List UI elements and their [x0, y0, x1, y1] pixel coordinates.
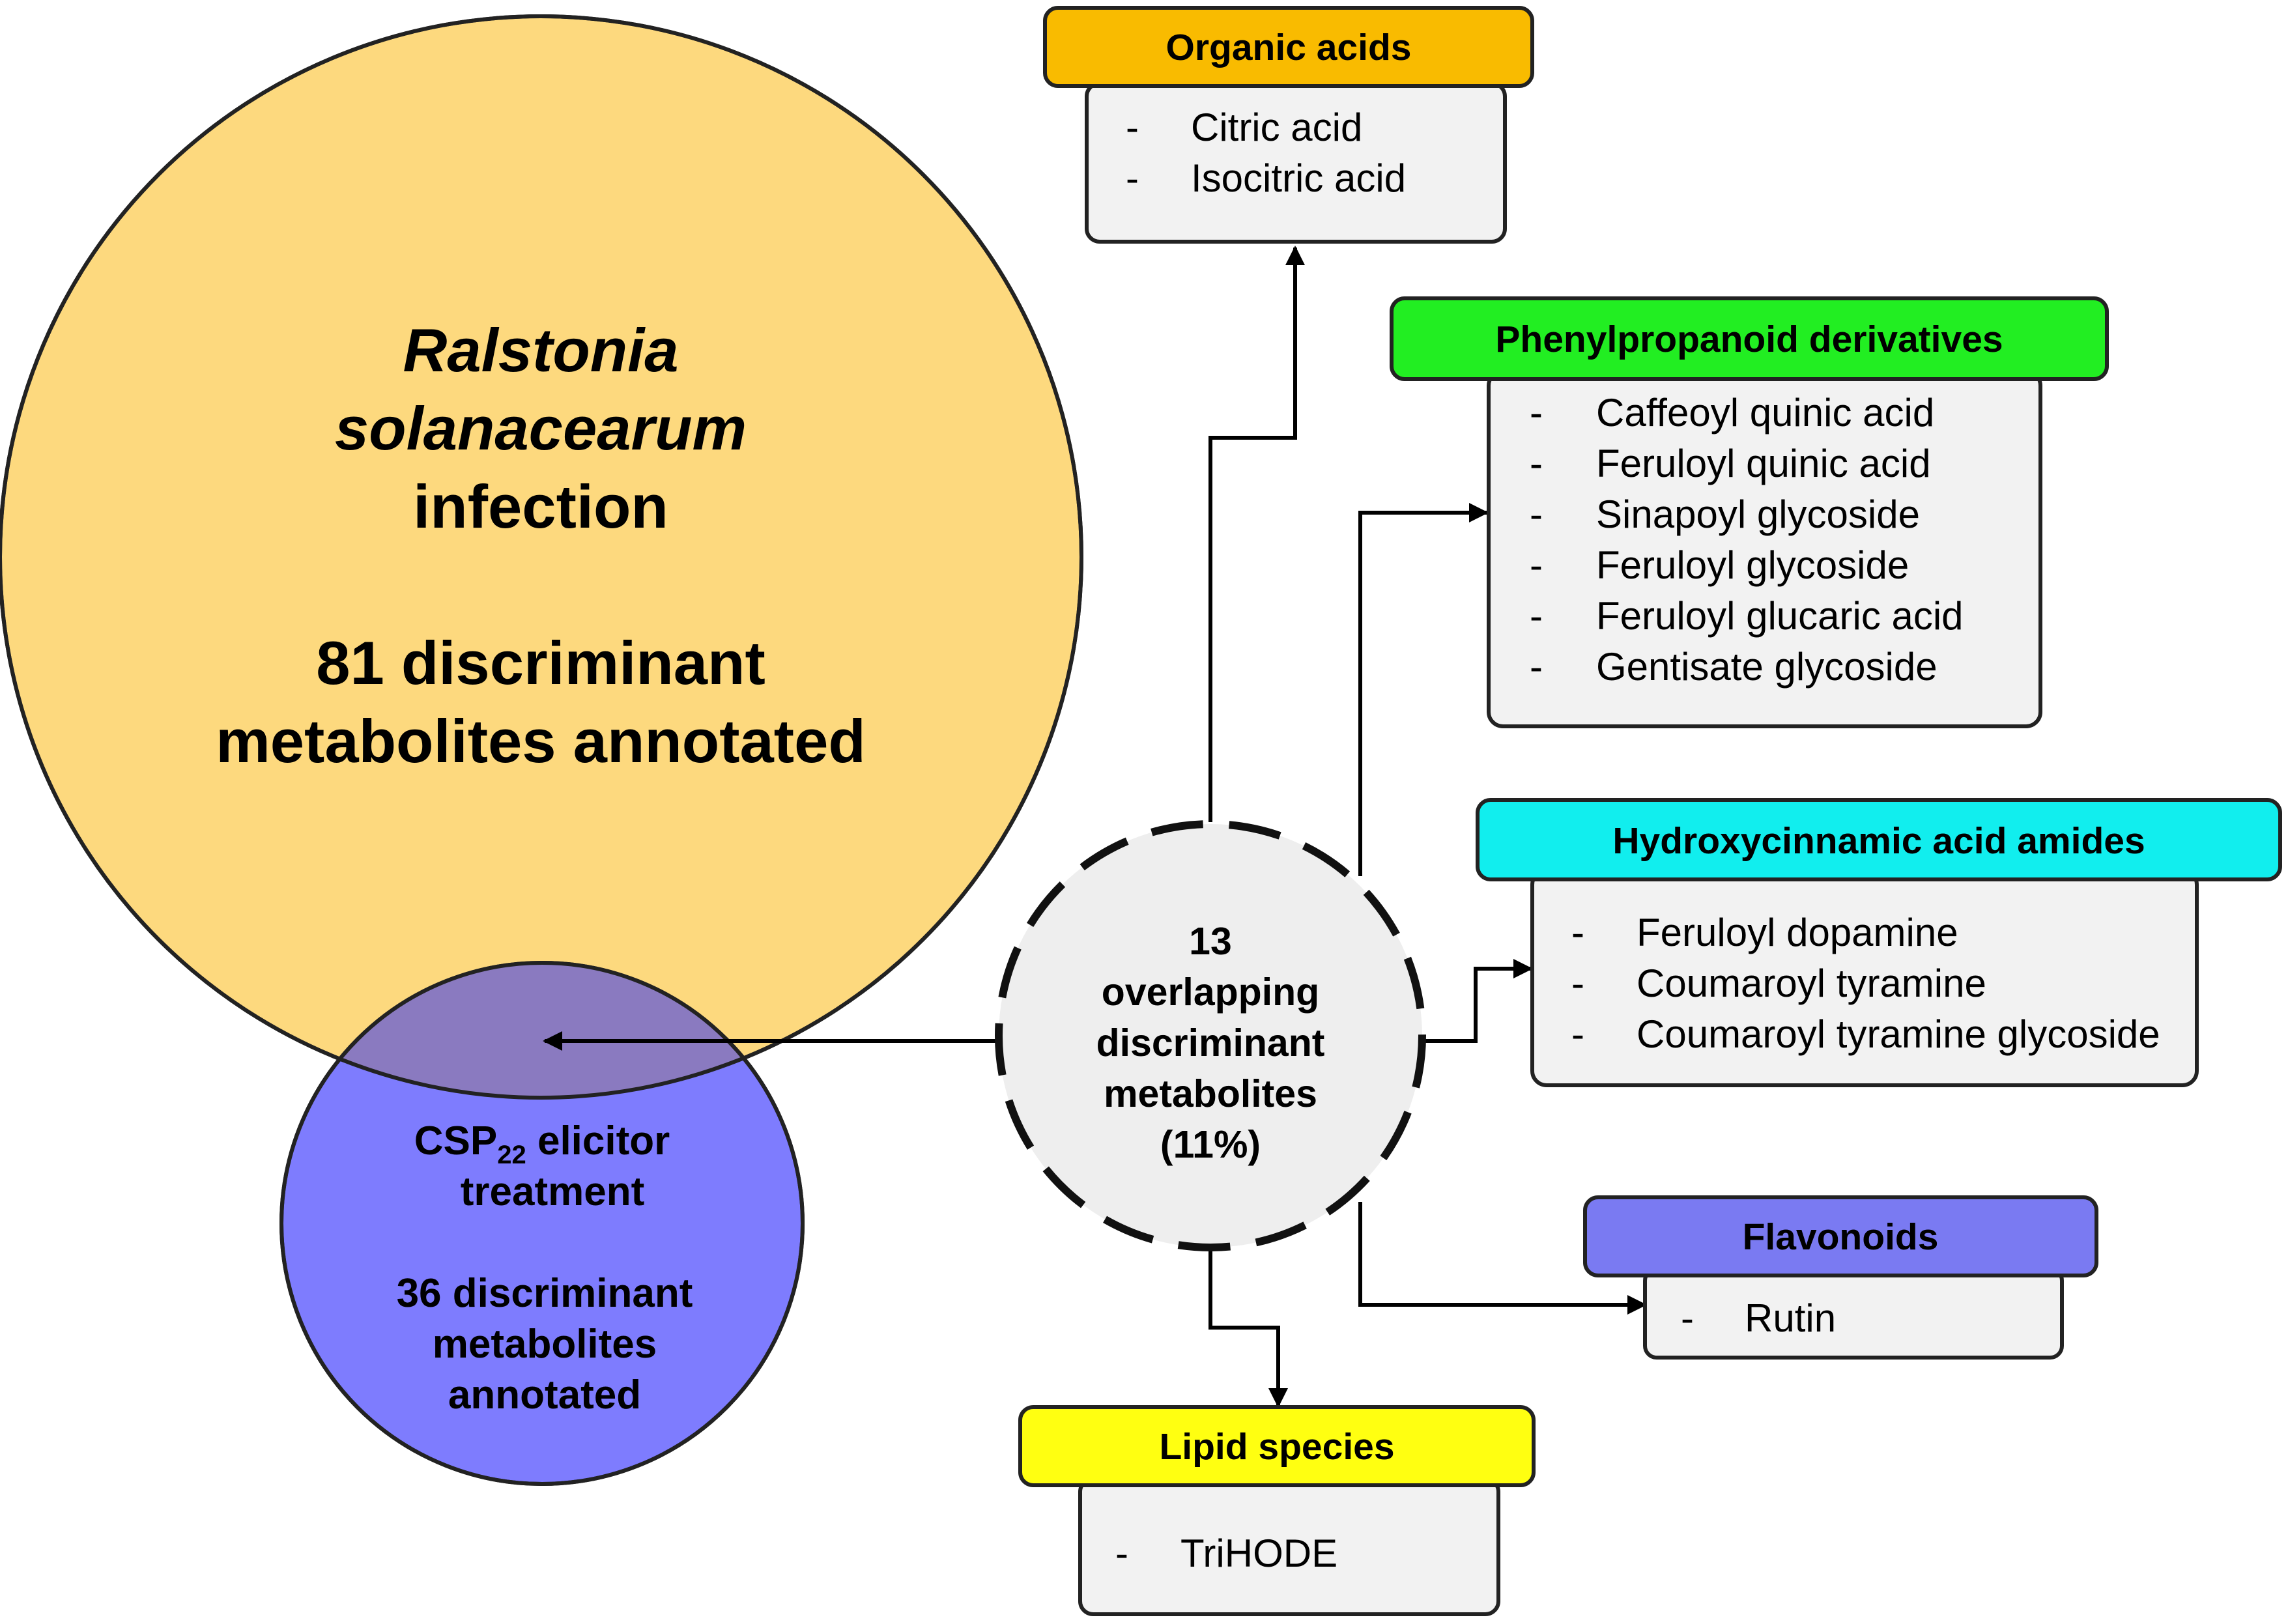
phenylpropanoid-title: Phenylpropanoid derivatives [1495, 319, 2003, 360]
hydroxycinnamic-item-3: Coumaroyl tyramine glycoside [1637, 1012, 2160, 1056]
phenylpropanoid-item-1: Caffeoyl quinic acid [1596, 391, 1934, 434]
phenylpropanoid-item-5: Feruloyl glucaric acid [1596, 594, 1964, 638]
flavonoids-title: Flavonoids [1743, 1216, 1939, 1258]
organic-acids-item-1: Citric acid [1191, 106, 1362, 149]
phenylpropanoid-item-3: Sinapoyl glycoside [1596, 492, 1920, 536]
organic-acids-item-2: Isocitric acid [1191, 156, 1406, 200]
organic-acids-bullet-2: - [1126, 156, 1139, 200]
ralstonia-title-line1: Ralstonia [403, 316, 678, 384]
csp-title-subscript: 22 [497, 1141, 526, 1169]
connector-organic-acids [1208, 246, 1305, 822]
center-text-line2: overlapping [1102, 971, 1319, 1014]
csp-circle-outline [279, 961, 805, 1486]
category-organic-acids: Organic acids - Citric acid - Isocitric … [1043, 6, 1534, 244]
hydroxycinnamic-bullet-1: - [1571, 911, 1584, 954]
hydroxycinnamic-bullet-2: - [1571, 962, 1584, 1005]
phenylpropanoid-item-6: Gentisate glycoside [1596, 645, 1938, 689]
connector-flavonoids [1358, 1202, 1647, 1315]
ralstonia-count-line2: metabolites annotated [216, 707, 866, 775]
phenylpropanoid-item-2: Feruloyl quinic acid [1596, 442, 1931, 485]
phenylpropanoid-bullet-6: - [1530, 645, 1543, 689]
phenylpropanoid-bullet-2: - [1530, 442, 1543, 485]
category-flavonoids: Flavonoids - Rutin [1583, 1195, 2098, 1360]
category-lipid: Lipid species - TriHODE [1018, 1405, 1536, 1616]
csp-count-line1: 36 discriminant [397, 1271, 693, 1316]
hydroxycinnamic-item-2: Coumaroyl tyramine [1637, 962, 1986, 1005]
flavonoids-item-1: Rutin [1745, 1296, 1836, 1340]
lipid-header [1018, 1405, 1536, 1487]
csp-title-rest: elicitor [526, 1118, 670, 1163]
lipid-title: Lipid species [1159, 1426, 1394, 1468]
flavonoids-header [1583, 1195, 2098, 1277]
hydroxycinnamic-bullet-3: - [1571, 1012, 1584, 1056]
connectors [543, 246, 1647, 1408]
connector-phenylpropanoid [1358, 503, 1489, 876]
category-phenylpropanoid: Phenylpropanoid derivatives - Caffeoyl q… [1390, 296, 2109, 728]
hydroxycinnamic-header [1476, 798, 2282, 881]
ralstonia-title-line3: infection [413, 472, 668, 541]
csp-title-line2: treatment [461, 1169, 645, 1214]
csp-title-line1: CSP22 elicitor [414, 1118, 670, 1169]
lipid-item-1: TriHODE [1180, 1531, 1337, 1575]
hydroxycinnamic-title: Hydroxycinnamic acid amides [1612, 820, 2145, 862]
flavonoids-bullet-1: - [1681, 1296, 1694, 1340]
center-overlap-circle [995, 820, 1426, 1251]
phenylpropanoid-header [1390, 296, 2109, 381]
phenylpropanoid-bullet-5: - [1530, 594, 1543, 638]
csp-title-main: CSP [414, 1118, 497, 1163]
center-text-line5: (11%) [1160, 1123, 1261, 1166]
ralstonia-circle-outline [0, 14, 1083, 1100]
connector-lipid [1208, 1249, 1288, 1408]
phenylpropanoid-item-4: Feruloyl glycoside [1596, 543, 1909, 587]
phenylpropanoid-bullet-4: - [1530, 543, 1543, 587]
ralstonia-count-line1: 81 discriminant [316, 629, 765, 697]
organic-acids-bullet-1: - [1126, 106, 1139, 149]
center-text-line1: 13 [1189, 920, 1232, 963]
organic-acids-header [1043, 6, 1534, 88]
csp-count-line3: annotated [448, 1373, 641, 1417]
organic-acids-title: Organic acids [1166, 27, 1412, 68]
ralstonia-circle [0, 14, 1083, 1100]
phenylpropanoid-bullet-1: - [1530, 391, 1543, 434]
center-text-line3: discriminant [1096, 1021, 1325, 1064]
center-text-line4: metabolites [1104, 1072, 1317, 1115]
connector-hydroxycinnamic [1423, 959, 1533, 1043]
ralstonia-title-line2: solanacearum [335, 394, 747, 463]
csp-count-line2: metabolites [433, 1322, 657, 1367]
phenylpropanoid-bullet-3: - [1530, 492, 1543, 536]
category-hydroxycinnamic: Hydroxycinnamic acid amides - Feruloyl d… [1476, 798, 2282, 1087]
flavonoids-items-box [1643, 1267, 2064, 1360]
hydroxycinnamic-item-1: Feruloyl dopamine [1637, 911, 1958, 954]
lipid-bullet-1: - [1115, 1531, 1128, 1575]
